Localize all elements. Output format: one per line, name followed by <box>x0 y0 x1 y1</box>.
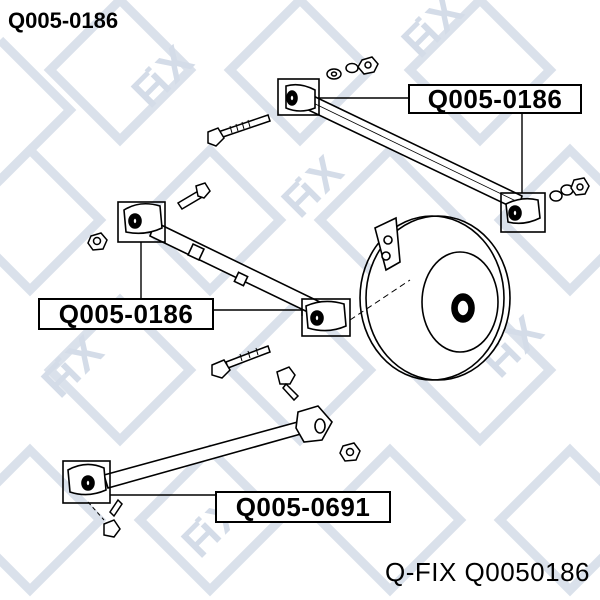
washer-nut-set-right <box>549 177 590 202</box>
leader-lines <box>110 97 523 496</box>
footer-brand-line: Q-FIX Q0050186 <box>385 557 590 588</box>
callout-middle-arm-bushing: Q005-0186 <box>38 298 214 330</box>
bushing-upper-right <box>500 192 546 233</box>
bushing-lower <box>62 460 111 504</box>
bolt-small <box>276 366 300 402</box>
bolt-middle <box>176 182 211 211</box>
washer-nut-set-top <box>326 56 379 80</box>
lower-arm <box>102 405 333 489</box>
nut-middle-left <box>87 232 108 251</box>
header-part-code: Q005-0186 <box>8 8 119 33</box>
bolt-upper <box>207 114 271 147</box>
brake-disc <box>359 215 511 381</box>
nut-lower-right <box>339 442 361 462</box>
callout-lower-arm-bushing: Q005-0691 <box>215 491 391 523</box>
bushing-middle-right <box>301 298 351 337</box>
bolt-lower <box>103 498 123 538</box>
callout-upper-arm-bushing: Q005-0186 <box>408 84 582 114</box>
axis-line <box>349 279 411 321</box>
bushing-upper-left <box>277 78 320 116</box>
brand-name: Q-FIX <box>384 557 457 587</box>
bushing-middle-left <box>117 201 166 243</box>
article-number: Q0050186 <box>464 557 590 587</box>
bolt-long <box>211 345 271 379</box>
